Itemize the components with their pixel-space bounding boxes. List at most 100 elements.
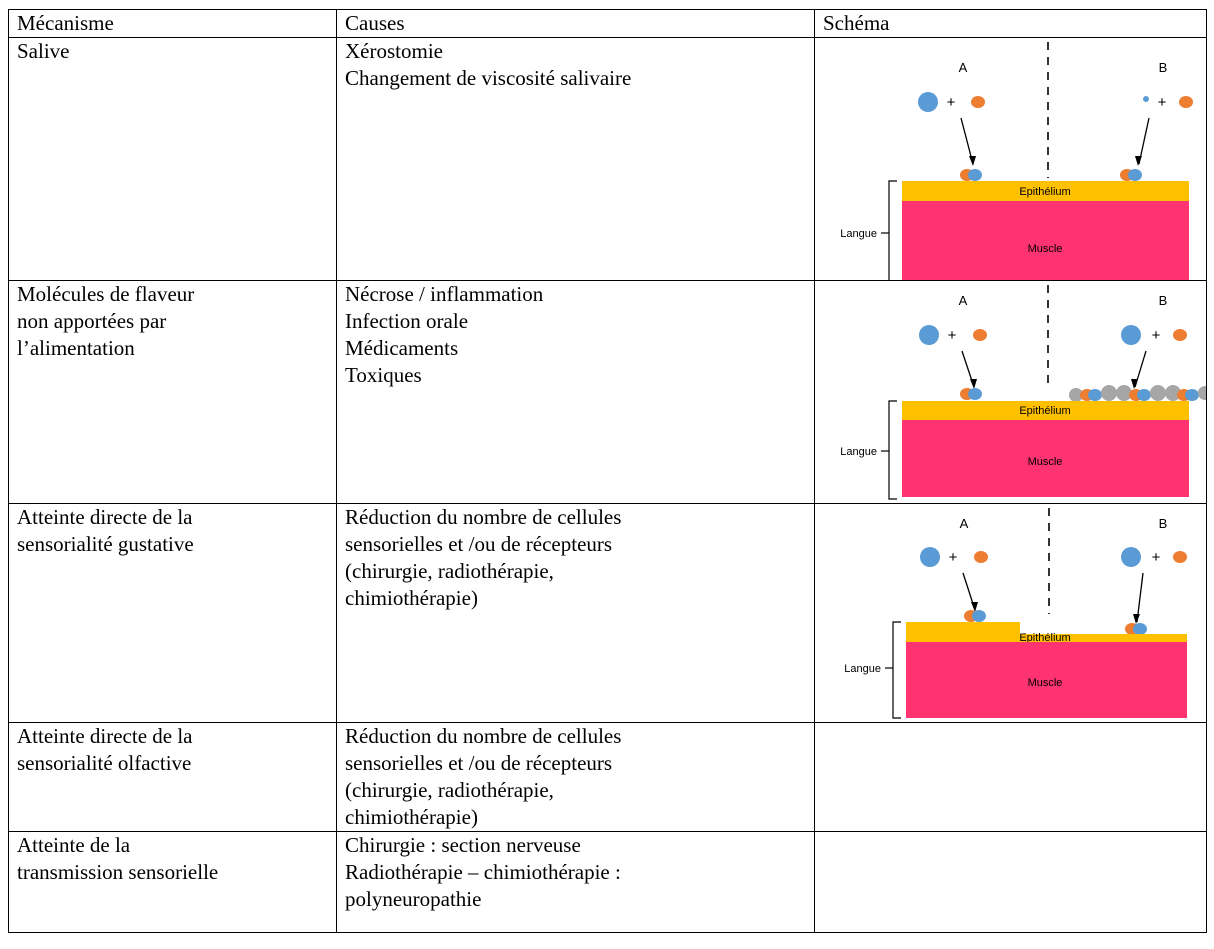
plus-sign: + <box>949 549 958 566</box>
cause-line: sensorielles et /ou de récepteurs <box>345 532 613 556</box>
table-row: Atteinte de la transmission sensorielle … <box>8 831 1207 933</box>
mechanism-cell: Molécules de flaveur non apportées par l… <box>8 280 337 504</box>
receptor-molecule <box>971 96 985 108</box>
muscle-label: Muscle <box>1028 243 1063 255</box>
mechanism-line: Atteinte directe de la <box>17 724 193 748</box>
cause-line: Changement de viscosité salivaire <box>345 66 632 90</box>
cause-line: chimiothérapie) <box>345 805 478 829</box>
causes-cell: Réduction du nombre de cellules sensorie… <box>336 503 815 723</box>
causes-cell: Nécrose / inflammation Infection orale M… <box>336 280 815 504</box>
mechanism-line: Salive <box>17 39 70 63</box>
tastant-molecule <box>1121 325 1141 345</box>
cause-line: (chirurgie, radiothérapie, <box>345 559 554 583</box>
muscle-layer <box>906 642 1187 718</box>
receptor-molecule <box>1179 96 1193 108</box>
bound-tastant <box>968 169 982 181</box>
cause-line: Médicaments <box>345 336 459 360</box>
bound-tastant <box>1128 169 1142 181</box>
causes-cell: Xérostomie Changement de viscosité saliv… <box>336 37 815 281</box>
cause-line: polyneuropathie <box>345 887 482 911</box>
receptor-molecule <box>973 329 987 341</box>
tongue-label: Langue <box>844 663 881 675</box>
mechanism-line: Atteinte de la <box>17 833 131 857</box>
cause-line: Réduction du nombre de cellules <box>345 724 622 748</box>
mechanism-line: non apportées par <box>17 309 167 333</box>
epithelium-label: Epithélium <box>1019 405 1070 417</box>
arrow-head <box>1135 156 1142 166</box>
plus-sign: + <box>947 94 956 111</box>
cause-line: Infection orale <box>345 309 469 333</box>
label-b: B <box>1159 293 1168 308</box>
arrow-head <box>1131 379 1138 389</box>
taste-disorder-table: Mécanisme Causes Schéma Salive Xérostomi… <box>8 9 1207 933</box>
flavor-molecule-diagram: A B + + <box>840 285 1206 500</box>
mechanism-line: Molécules de flaveur <box>17 282 195 306</box>
schema-cell-empty <box>814 831 1207 933</box>
mechanism-cell: Salive <box>8 37 337 281</box>
epithelium-layer <box>902 181 1189 201</box>
receptor-molecule <box>1173 551 1187 563</box>
header-causes: Causes <box>336 9 815 38</box>
tongue-label: Langue <box>840 446 877 458</box>
receptor-molecule <box>974 551 988 563</box>
muscle-layer <box>902 201 1189 280</box>
tastant-molecule <box>920 547 940 567</box>
cause-line: sensorielles et /ou de récepteurs <box>345 751 613 775</box>
tastant-molecule <box>918 92 938 112</box>
muscle-layer <box>902 420 1189 497</box>
mechanism-line: l’alimentation <box>17 336 135 360</box>
header-row: Mécanisme Causes Schéma <box>8 9 1207 38</box>
bound-tastant <box>1133 623 1147 635</box>
schema-cell-empty <box>814 722 1207 832</box>
arrow-head <box>969 156 976 166</box>
plus-sign: + <box>1152 327 1161 344</box>
muscle-label: Muscle <box>1028 677 1063 689</box>
label-b: B <box>1159 60 1168 75</box>
epithelium-layer-intact <box>906 622 1020 642</box>
label-a: A <box>959 60 968 75</box>
mechanism-cell: Atteinte de la transmission sensorielle <box>8 831 337 933</box>
mechanism-line: Atteinte directe de la <box>17 505 193 529</box>
tastant-molecule-small <box>1143 96 1149 102</box>
mechanism-line: sensorialité gustative <box>17 532 194 556</box>
blocking-layer <box>1069 385 1206 402</box>
bound-tastant <box>972 610 986 622</box>
schema-cell: A B + + <box>814 280 1207 504</box>
tongue-bracket <box>888 180 897 280</box>
epithelium-layer-reduced <box>1020 634 1187 642</box>
receptor-molecule <box>1173 329 1187 341</box>
plus-sign: + <box>1158 94 1167 111</box>
mechanism-line: sensorialité olfactive <box>17 751 192 775</box>
tastant-molecule <box>1121 547 1141 567</box>
arrow-head <box>971 602 978 612</box>
cause-line: Xérostomie <box>345 39 443 63</box>
label-b: B <box>1159 516 1168 531</box>
label-a: A <box>959 293 968 308</box>
cause-line: Réduction du nombre de cellules <box>345 505 622 529</box>
table-row: Molécules de flaveur non apportées par l… <box>8 280 1207 504</box>
cause-line: Toxiques <box>345 363 422 387</box>
cause-line: Chirurgie : section nerveuse <box>345 833 581 857</box>
tongue-bracket <box>888 400 897 500</box>
muscle-label: Muscle <box>1028 456 1063 468</box>
tastant-molecule <box>919 325 939 345</box>
epithelium-label: Epithélium <box>1019 632 1070 644</box>
arrow-head <box>1133 614 1140 624</box>
tongue-bracket <box>892 621 901 719</box>
causes-cell: Chirurgie : section nerveuse Radiothérap… <box>336 831 815 933</box>
header-schema: Schéma <box>814 9 1207 38</box>
header-mechanism: Mécanisme <box>8 9 337 38</box>
schema-cell: A B + + Epithélium Muscle <box>814 37 1207 281</box>
table-row: Atteinte directe de la sensorialité olfa… <box>8 722 1207 832</box>
label-a: A <box>960 516 969 531</box>
plus-sign: + <box>948 327 957 344</box>
mechanism-cell: Atteinte directe de la sensorialité gust… <box>8 503 337 723</box>
schema-cell: A B + + Epithélium Muscle <box>814 503 1207 723</box>
cause-line: Nécrose / inflammation <box>345 282 544 306</box>
cause-line: chimiothérapie) <box>345 586 478 610</box>
cause-line: Radiothérapie – chimiothérapie : <box>345 860 621 884</box>
bound-tastant <box>968 388 982 400</box>
causes-cell: Réduction du nombre de cellules sensorie… <box>336 722 815 832</box>
plus-sign: + <box>1152 549 1161 566</box>
table-row: Atteinte directe de la sensorialité gust… <box>8 503 1207 723</box>
